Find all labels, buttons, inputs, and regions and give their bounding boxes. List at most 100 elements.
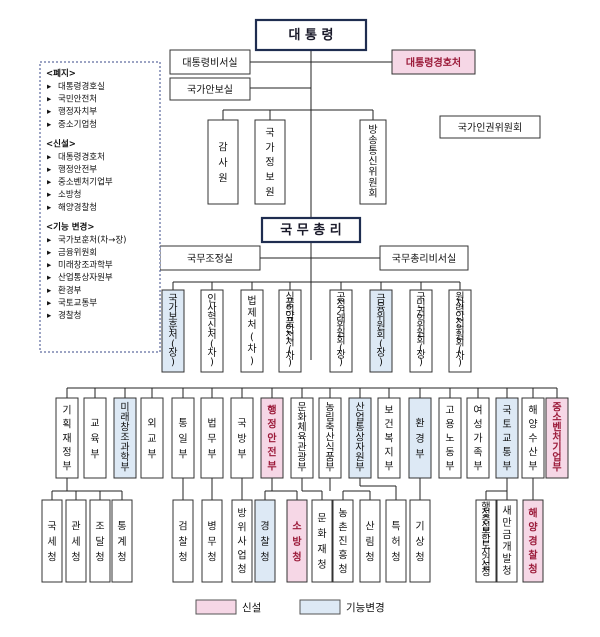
sidebar-item: 산업통상자원부 bbox=[58, 272, 113, 283]
ministry-17-box bbox=[545, 397, 569, 479]
coordination-label: 국무조정실 bbox=[187, 253, 233, 265]
bullet-icon: ▸ bbox=[47, 165, 52, 175]
bullet-icon: ▸ bbox=[47, 261, 52, 271]
ministry-5-box bbox=[200, 397, 224, 479]
sidebar-item: 중소벤처기업부 bbox=[58, 177, 113, 188]
audit-box bbox=[207, 119, 239, 205]
connector-lines bbox=[51, 50, 558, 500]
ministry-7-box bbox=[260, 397, 284, 479]
sidebar-item: 대통령경호실 bbox=[58, 81, 105, 92]
nhrc-box bbox=[439, 115, 541, 139]
bullet-icon: ▸ bbox=[47, 235, 52, 245]
pm-agency-2-box bbox=[240, 289, 264, 373]
sidebar-item: 경찰청 bbox=[58, 310, 81, 321]
bullet-icon: ▸ bbox=[47, 273, 52, 283]
agency-8-box bbox=[286, 499, 308, 583]
agency-12-box bbox=[385, 499, 407, 583]
natl-security-box bbox=[169, 77, 251, 101]
sidebar-item: 금융위원회 bbox=[58, 248, 97, 258]
sidebar-item: 대통령경호처 bbox=[58, 151, 105, 162]
pm-label: 국 무 총 리 bbox=[280, 222, 341, 238]
sidebar-item: 국토교통부 bbox=[58, 298, 97, 308]
bullet-icon: ▸ bbox=[47, 190, 52, 200]
sidebar-item: 환경부 bbox=[58, 285, 82, 296]
bullet-icon: ▸ bbox=[47, 248, 52, 258]
agency-15-box bbox=[496, 499, 518, 583]
pm-agency-6-box bbox=[409, 289, 433, 373]
bullet-icon: ▸ bbox=[47, 286, 52, 296]
agency-14-box bbox=[475, 499, 497, 583]
pres-secretary-label: 대통령비서실 bbox=[182, 57, 237, 69]
legend-changed-swatch bbox=[299, 599, 341, 615]
pm-agency-1-box bbox=[200, 289, 224, 373]
pm-box bbox=[260, 216, 362, 244]
bullet-icon: ▸ bbox=[47, 82, 52, 92]
pres-secretary-box bbox=[169, 49, 251, 75]
agency-7-box bbox=[254, 499, 276, 583]
ministry-0-box bbox=[55, 397, 79, 479]
ministry-13-box bbox=[438, 397, 462, 479]
bullet-icon: ▸ bbox=[47, 203, 52, 213]
sidebar-item: 국민안전처 bbox=[58, 94, 97, 105]
ministry-15-box bbox=[495, 397, 519, 479]
president-box bbox=[254, 18, 368, 52]
ministry-8-box bbox=[290, 397, 314, 479]
bullet-icon: ▸ bbox=[47, 298, 52, 308]
agency-11-box bbox=[359, 499, 381, 583]
sidebar-item: 미래창조과학부 bbox=[58, 260, 113, 271]
changes-sidebar: <폐지>▸대통령경호실▸국민안전처▸행정자치부▸중소기업청<신설>▸대통령경호처… bbox=[39, 61, 161, 353]
kcc-box bbox=[359, 119, 387, 205]
bullet-icon: ▸ bbox=[47, 120, 52, 130]
nhrc-label: 국가인권위원회 bbox=[458, 121, 522, 134]
agency-2-box bbox=[89, 499, 111, 583]
pm-agency-3-box bbox=[278, 289, 302, 373]
ministry-6-box bbox=[230, 397, 254, 479]
ministry-10-box bbox=[348, 397, 372, 479]
ministry-12-box bbox=[408, 397, 432, 479]
pres-security-label: 대통령경호처 bbox=[406, 56, 461, 69]
agency-16-box bbox=[522, 499, 544, 583]
pm-agency-7-box bbox=[448, 289, 472, 373]
agency-9-box bbox=[311, 499, 333, 583]
agency-6-box bbox=[231, 499, 253, 583]
president-label: 대 통 령 bbox=[289, 28, 334, 43]
ministry-3-box bbox=[140, 397, 164, 479]
sidebar-section-title: <폐지> bbox=[46, 68, 76, 79]
bullet-icon: ▸ bbox=[47, 152, 52, 162]
bullet-icon: ▸ bbox=[47, 178, 52, 188]
